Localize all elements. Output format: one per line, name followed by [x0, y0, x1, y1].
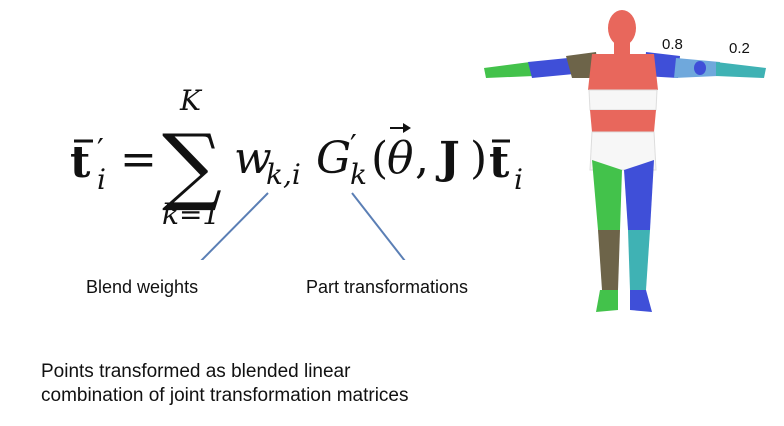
close-paren: ) [470, 133, 487, 184]
equals-sign: = [120, 134, 157, 185]
chest-part [588, 54, 658, 90]
left-thigh-part [592, 160, 622, 230]
caption-line-2: combination of joint transformation matr… [41, 385, 409, 406]
sum-lower-limit: k=1 [162, 198, 220, 231]
right-forearm-part [716, 62, 766, 78]
right-shin-part [628, 230, 650, 290]
blend-weights-label: Blend weights [86, 277, 199, 297]
weight-subscript: k,i [266, 158, 301, 191]
rest-subscript: i [514, 163, 523, 196]
sum-upper-limit: K [179, 84, 203, 117]
transform-symbol: G [316, 133, 351, 184]
theta-symbol: θ [387, 133, 414, 184]
weight-label-left: 0.8 [662, 36, 683, 53]
lhs-subscript: i [97, 163, 106, 196]
body-figure [484, 10, 766, 312]
part-transformations-arrow [351, 192, 406, 260]
weight-label-right: 0.2 [729, 40, 750, 57]
part-transformations-label: Part transformations [306, 277, 469, 297]
left-shin-part [598, 230, 620, 290]
theta-vector-head [403, 123, 411, 133]
rest-symbol: t [489, 137, 510, 188]
transform-prime: ′ [350, 129, 357, 164]
caption-line-1: Points transformed as blended linear [41, 361, 351, 382]
left-upper-arm-part [528, 58, 574, 78]
elbow-joint-highlight [694, 61, 706, 75]
lhs-prime: ′ [97, 133, 104, 168]
right-thigh-part [624, 160, 654, 230]
caption: Points transformed as blended linear com… [41, 360, 409, 408]
neck-part [614, 42, 630, 56]
right-foot-part [630, 290, 652, 312]
skinning-equation: t ′ i = K ∑ k=1 w k,i G ′ k ( θ , J ) [70, 84, 523, 260]
blend-weights-arrow [200, 192, 269, 260]
left-forearm-part [484, 62, 534, 78]
left-foot-part [596, 290, 618, 312]
open-paren: ( [371, 133, 388, 184]
sum-sign: ∑ [162, 116, 222, 214]
weight-symbol: w [234, 133, 272, 184]
joints-symbol: J [435, 133, 460, 184]
transform-subscript: k [350, 158, 367, 191]
pelvis-part [589, 131, 657, 171]
lower-abdomen-part [590, 110, 656, 132]
head-part [608, 10, 636, 46]
comma: , [415, 133, 429, 184]
upper-abdomen-part [588, 89, 658, 111]
lhs-symbol: t [70, 137, 91, 188]
